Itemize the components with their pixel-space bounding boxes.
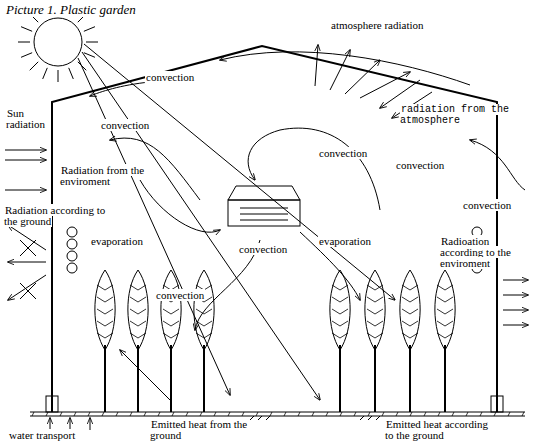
annotation-label: convection	[100, 119, 150, 131]
annotation-label: convection	[155, 289, 205, 301]
label-box: Emitted heat according to the ground	[385, 419, 495, 441]
plant	[365, 270, 385, 412]
label-box: Radioation according to the enviroment	[440, 236, 525, 269]
label-box: convection	[395, 160, 445, 171]
label-box: evaporation	[90, 236, 144, 247]
annotation-label: Radioation according to the enviroment	[440, 235, 511, 269]
label-box: Sun radiation	[6, 108, 56, 130]
sun-ray	[86, 42, 98, 43]
label-box: convection	[145, 72, 195, 83]
annotation-label: evaporation	[90, 235, 144, 247]
label-box: Emitted heat from the ground	[150, 419, 250, 441]
annotation-label: atmosphere radiation	[330, 19, 425, 31]
label-box: radiation from the atmosphere	[400, 104, 520, 126]
annotation-label: convection	[462, 199, 512, 211]
sun-ray	[69, 68, 74, 79]
label-box: atmosphere radiation	[330, 20, 425, 31]
title-box: Picture 1. Plastic garden	[6, 2, 136, 18]
annotation-label: Sun radiation	[6, 107, 46, 130]
annotation-label: convection	[318, 147, 368, 159]
annotation-label: convection	[395, 159, 445, 171]
title: Picture 1. Plastic garden	[6, 2, 136, 17]
label-box: Radiation according to the ground	[4, 205, 114, 227]
sun-ray	[84, 27, 95, 32]
annotation-label: convection	[145, 71, 195, 83]
label-box: water transport	[8, 430, 76, 441]
sun-ray	[18, 42, 30, 43]
label-box: convection	[100, 120, 150, 131]
sun-ray	[30, 62, 38, 70]
plant	[435, 270, 455, 412]
plant	[330, 270, 350, 412]
plant	[95, 270, 115, 412]
label-box: evaporation	[318, 236, 372, 247]
sun-ray	[58, 70, 59, 82]
annotation-label: evaporation	[318, 235, 372, 247]
annotation-label: Radiation according to the ground	[4, 204, 105, 227]
annotation-label: Emitted heat from the ground	[150, 418, 247, 441]
label-box: Radiation from the enviroment	[60, 165, 145, 187]
label-box: convection	[318, 148, 368, 159]
label-box: convection	[462, 200, 512, 211]
annotation-label: water transport	[8, 429, 76, 441]
label-box: convection	[155, 290, 205, 301]
annotation-label: radiation from the atmosphere	[400, 104, 509, 126]
annotation-label: Emitted heat according to the ground	[385, 418, 488, 441]
annotation-label: Radiation from the enviroment	[60, 164, 144, 187]
sun-ray	[21, 53, 32, 58]
annotation-label: convection	[238, 243, 288, 255]
sun-ray	[43, 68, 48, 79]
sun-ray	[21, 27, 32, 32]
plant	[128, 270, 148, 412]
label-box: convection	[238, 244, 288, 255]
plant	[400, 270, 420, 412]
